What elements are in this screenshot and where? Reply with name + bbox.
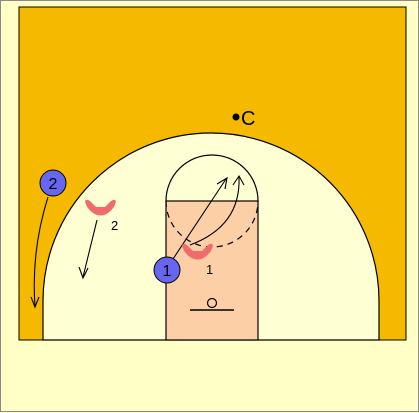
slide-arrowhead-defender-2 (78, 266, 89, 280)
follow-arrowhead-defender-1 (232, 174, 245, 186)
defense-player-1: 1 (182, 243, 213, 277)
cut-arrowhead-player-2 (30, 296, 40, 309)
defense-player-2: 2 (85, 199, 118, 233)
offense-number: 1 (163, 263, 172, 280)
offense-circle (39, 169, 67, 197)
defender-shape (182, 243, 213, 260)
offense-player-1: 1 (153, 256, 181, 284)
movement-paths (30, 174, 245, 309)
defender-number: 1 (206, 262, 213, 277)
offense-player-2: 2 (39, 169, 67, 197)
offense-circle (153, 256, 181, 284)
cut-arrowhead-player-1 (216, 176, 228, 190)
cut-path-player-1 (170, 178, 227, 263)
coach-label: C (241, 108, 255, 130)
free-throw-circle-bottom (165, 200, 259, 248)
coach-dot (232, 113, 240, 121)
follow-path-defender-1 (189, 176, 240, 246)
defender-shape (85, 199, 116, 216)
defender-number: 2 (111, 218, 118, 233)
slide-path-defender-2 (82, 219, 98, 278)
offense-number: 2 (49, 176, 58, 193)
free-throw-circle-top (165, 154, 259, 202)
rim (206, 297, 218, 309)
cut-path-player-2 (33, 196, 49, 307)
